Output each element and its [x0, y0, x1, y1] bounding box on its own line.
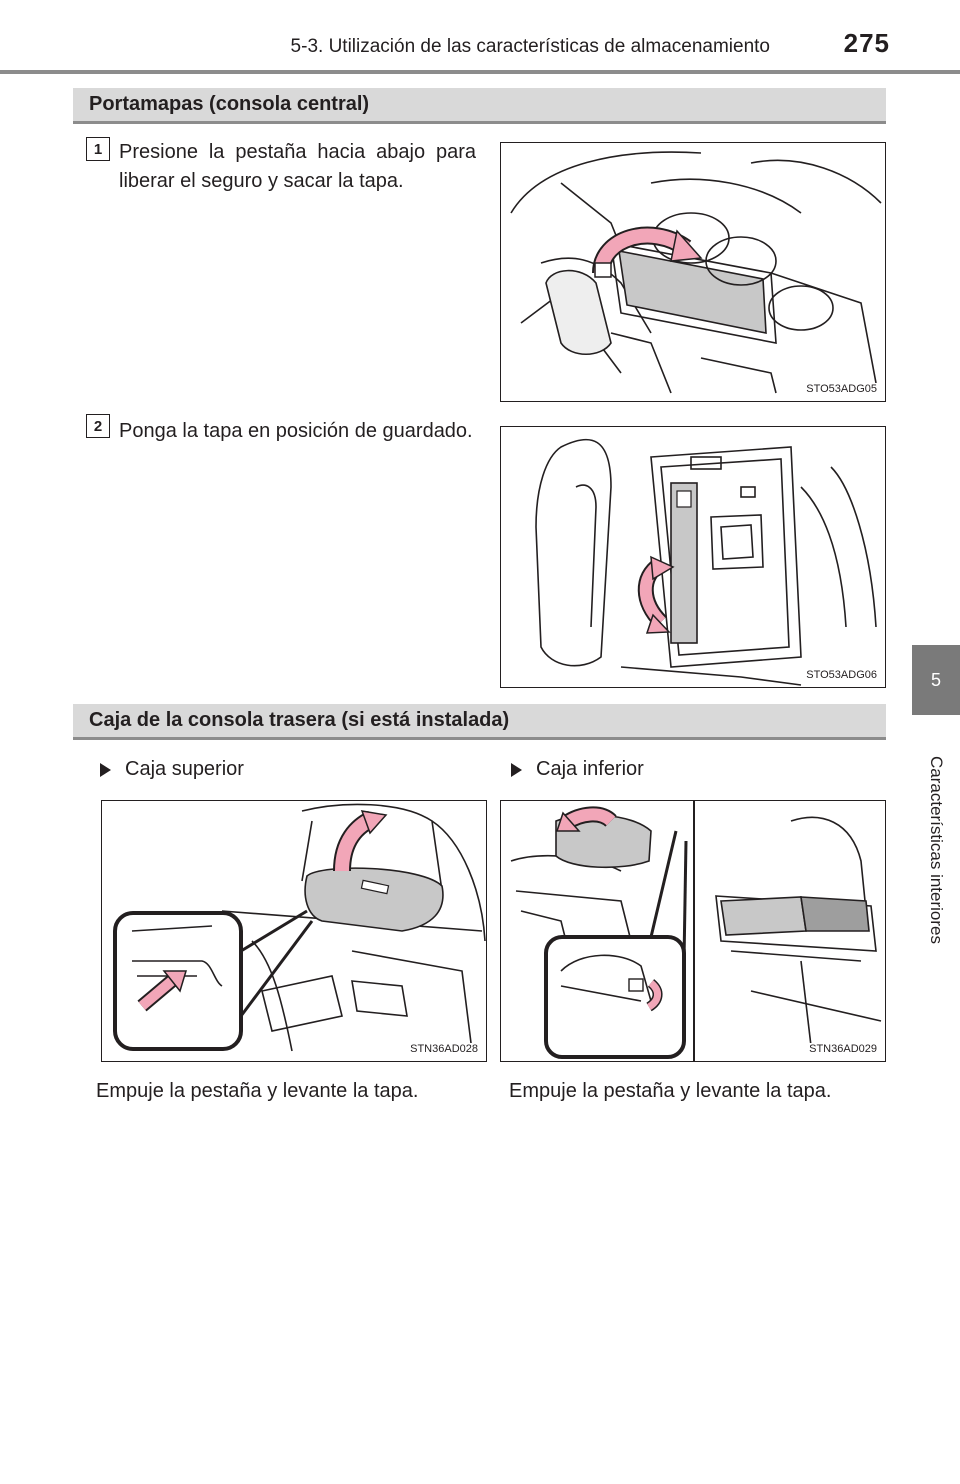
triangle-bullet-icon	[100, 762, 111, 777]
subheading-text: Caja inferior	[536, 758, 644, 780]
step-2-text: Ponga la tapa en posición de guardado.	[119, 420, 473, 442]
section-heading-rear-console: Caja de la consola trasera (si está inst…	[73, 704, 886, 740]
figure-code: STO53ADG05	[804, 383, 879, 395]
console-illustration	[510, 151, 882, 394]
chapter-number: 5	[930, 669, 941, 690]
subheading-lower-box: Caja inferior	[511, 758, 644, 781]
figure-console-release: STO53ADG05	[500, 142, 886, 402]
figure-code: STN36AD029	[807, 1043, 879, 1055]
caption-upper-box: Empuje la pestaña y levante la tapa.	[96, 1080, 419, 1102]
figure-lid-stowed: STO53ADG06	[500, 426, 886, 688]
running-header: 5-3. Utilización de las características …	[290, 36, 770, 57]
section-heading-map-holder: Portamapas (consola central)	[73, 88, 886, 124]
section-title: Portamapas (consola central)	[89, 93, 370, 115]
chapter-tab: 5	[912, 645, 960, 715]
figure-code: STO53ADG06	[804, 669, 879, 681]
subheading-text: Caja superior	[125, 758, 244, 780]
figure-lower-box: STN36AD029	[500, 800, 886, 1062]
section-title: Caja de la consola trasera (si está inst…	[89, 709, 510, 731]
triangle-bullet-icon	[511, 762, 522, 777]
lower-box-illustration	[510, 801, 882, 1061]
header-rule	[0, 70, 960, 74]
figure-code: STN36AD028	[408, 1043, 480, 1055]
upper-box-illustration	[113, 803, 486, 1052]
step-badge-1: 1	[86, 137, 110, 161]
seat-lid-illustration	[535, 438, 877, 686]
step-1-text: Presione la pestaña hacia abajo para lib…	[119, 141, 476, 192]
chapter-label: Características interiores	[927, 755, 946, 945]
step-badge-2: 2	[86, 414, 110, 438]
subheading-upper-box: Caja superior	[100, 758, 244, 781]
page-number: 275	[843, 28, 890, 58]
caption-lower-box: Empuje la pestaña y levante la tapa.	[509, 1080, 832, 1102]
figure-upper-box: STN36AD028	[101, 800, 487, 1062]
